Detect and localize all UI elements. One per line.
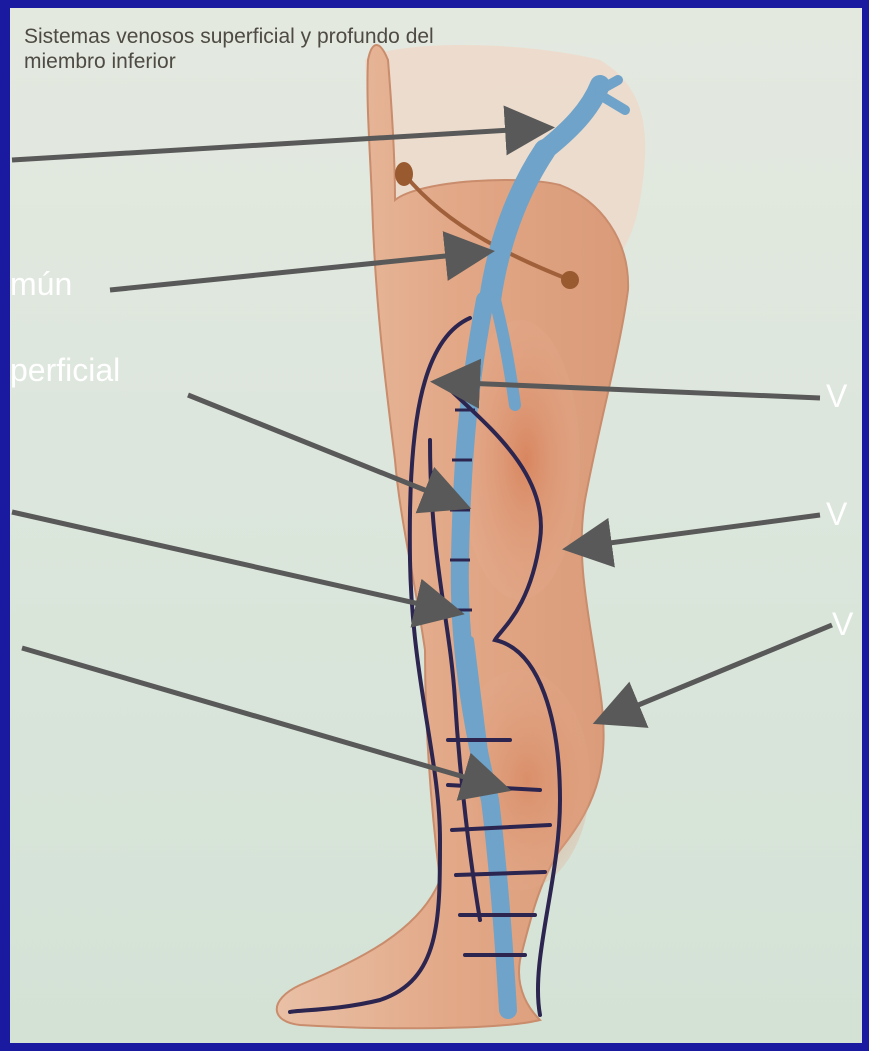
pubic-tubercle (561, 271, 579, 289)
arrow-right-2 (572, 515, 820, 548)
callout-label-right-2: V (826, 496, 847, 532)
anterior-superior-iliac-spine (395, 162, 413, 186)
callout-label-right-1: V (826, 378, 847, 414)
callout-label-left-3: perficial (10, 352, 120, 388)
callout-label-right-3: V (832, 606, 853, 642)
arrow-right-3 (602, 625, 832, 720)
callout-label-left-2: mún (10, 266, 72, 302)
arrow-left-4 (12, 512, 455, 612)
